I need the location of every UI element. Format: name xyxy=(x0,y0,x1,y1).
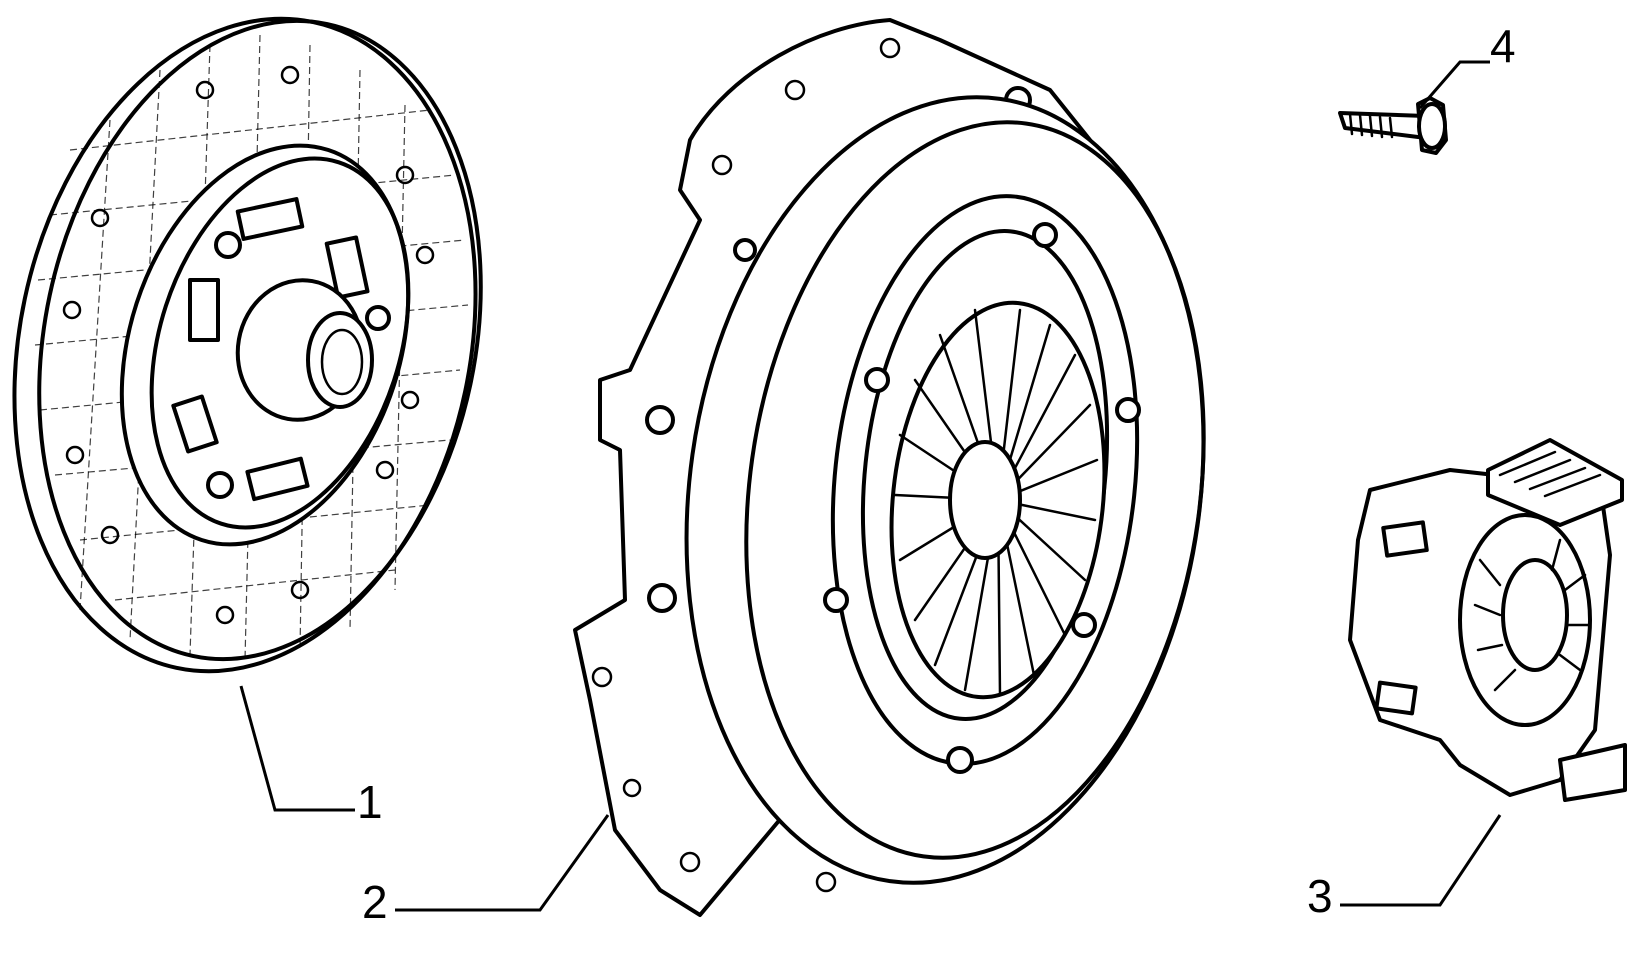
damper-springs xyxy=(171,197,370,502)
leader-line-1 xyxy=(239,685,355,812)
clutch-disc-rim-edge xyxy=(37,18,483,662)
diaphragm-center-hole xyxy=(948,440,1022,560)
clutch-disc-icon xyxy=(12,16,483,674)
leader-line-4 xyxy=(1418,60,1490,109)
pressure-plate-icon xyxy=(573,18,1206,917)
callout-4: 4 xyxy=(1490,20,1516,72)
flange-bolt-holes xyxy=(591,37,901,893)
callout-2: 2 xyxy=(362,876,388,928)
callout-3: 3 xyxy=(1307,870,1333,922)
housing-rivets xyxy=(823,222,1141,774)
disc-rivets xyxy=(62,65,435,625)
leader-line-3 xyxy=(1340,814,1502,907)
callout-1: 1 xyxy=(357,776,383,828)
leader-line-2 xyxy=(395,814,610,912)
bolt-icon xyxy=(1338,96,1448,155)
diaphragm-fingers xyxy=(893,308,1099,697)
release-bearing-icon xyxy=(1348,438,1627,802)
